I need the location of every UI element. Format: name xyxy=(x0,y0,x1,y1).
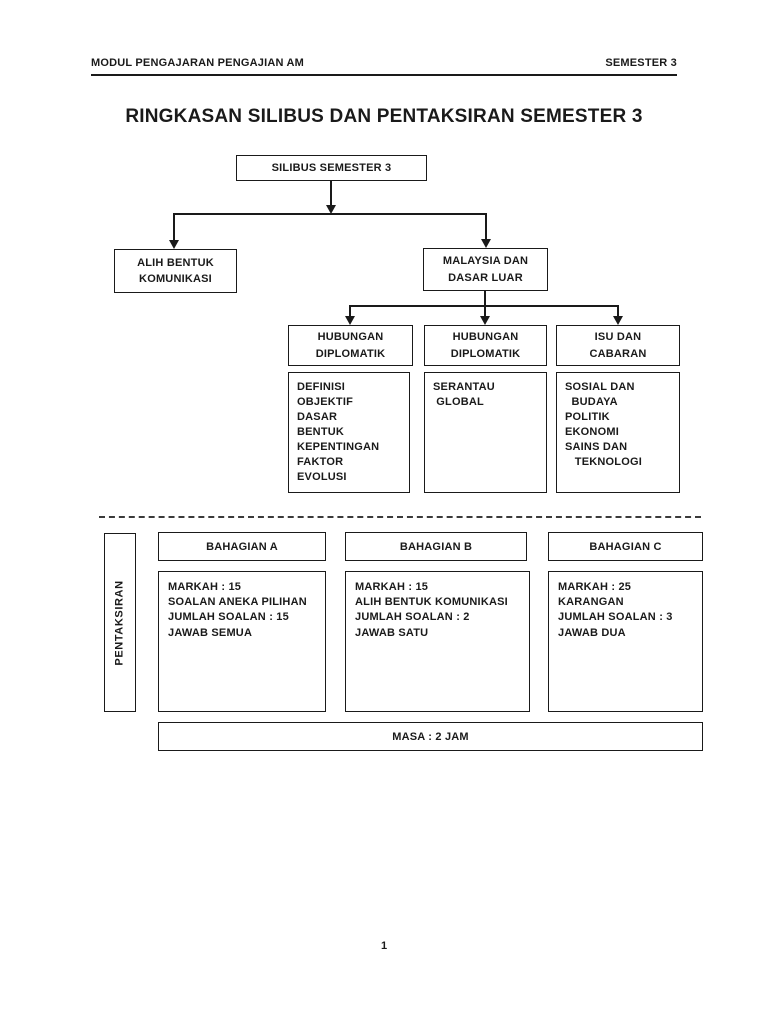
header-left-text: MODUL PENGAJARAN PENGAJIAN AM xyxy=(91,57,304,69)
document-header: MODUL PENGAJARAN PENGAJIAN AM SEMESTER 3 xyxy=(91,57,677,69)
bahagian-a-details: MARKAH : 15 SOALAN ANEKA PILIHAN JUMLAH … xyxy=(158,571,326,712)
masa-duration-box: MASA : 2 JAM xyxy=(158,722,703,751)
pentaksiran-rotated-label: PENTAKSIRAN xyxy=(114,579,127,666)
page-title: RINGKASAN SILIBUS DAN PENTAKSIRAN SEMEST… xyxy=(125,106,643,127)
pentaksiran-side-label-box: PENTAKSIRAN xyxy=(104,533,136,712)
topic-header-isu-dan-cabaran: ISU DAN CABARAN xyxy=(556,325,680,366)
topic-items-hubungan-diplomatik-1: DEFINISI OBJEKTIF DASAR BENTUK KEPENTING… xyxy=(288,372,410,493)
page-number: 1 xyxy=(380,940,388,952)
bahagian-b-header: BAHAGIAN B xyxy=(345,532,527,561)
bahagian-c-details: MARKAH : 25 KARANGAN JUMLAH SOALAN : 3 J… xyxy=(548,571,703,712)
branch-box-alih-bentuk-komunikasi: ALIH BENTUK KOMUNIKASI xyxy=(114,249,237,293)
topic-items-isu-dan-cabaran: SOSIAL DAN BUDAYA POLITIK EKONOMI SAINS … xyxy=(556,372,680,493)
bahagian-c-header: BAHAGIAN C xyxy=(548,532,703,561)
topic-header-hubungan-diplomatik-2: HUBUNGAN DIPLOMATIK xyxy=(424,325,547,366)
bahagian-a-header: BAHAGIAN A xyxy=(158,532,326,561)
topic-header-hubungan-diplomatik-1: HUBUNGAN DIPLOMATIK xyxy=(288,325,413,366)
root-box-silibus-semester-3: SILIBUS SEMESTER 3 xyxy=(236,155,427,181)
topic-items-hubungan-diplomatik-2: SERANTAU GLOBAL xyxy=(424,372,547,493)
branch-box-malaysia-dan-dasar-luar: MALAYSIA DAN DASAR LUAR xyxy=(423,248,548,291)
header-right-text: SEMESTER 3 xyxy=(605,57,677,69)
bahagian-b-details: MARKAH : 15 ALIH BENTUK KOMUNIKASI JUMLA… xyxy=(345,571,530,712)
dashed-separator-line xyxy=(99,516,701,518)
header-rule xyxy=(91,74,677,76)
